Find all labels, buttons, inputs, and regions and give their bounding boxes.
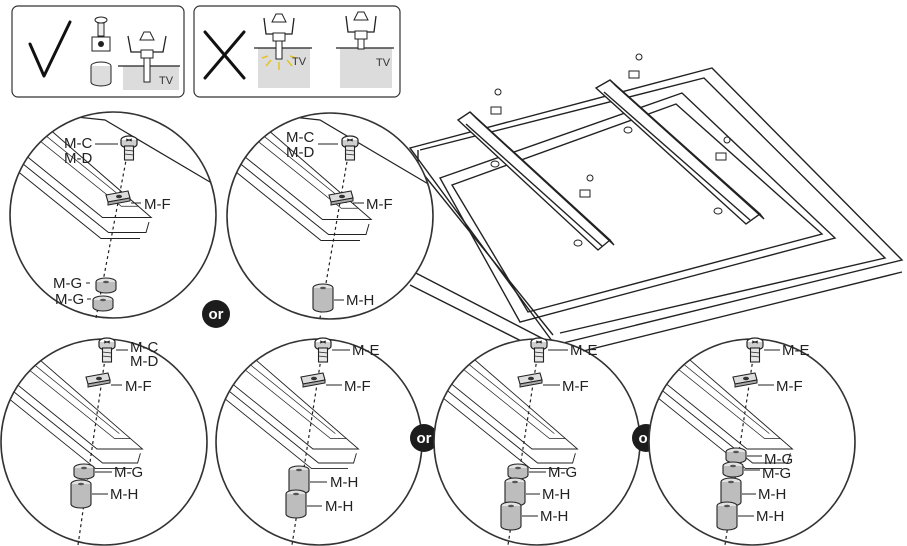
part-label-me: M-E	[782, 342, 810, 359]
tv-surface	[123, 66, 179, 90]
bracket-icon	[345, 11, 377, 50]
tv-label: TV	[376, 57, 391, 69]
part-label-mf: M-F	[344, 378, 371, 395]
detail-circle-4: M-E M-F M-H M-H	[215, 337, 423, 546]
part-label-mf: M-F	[776, 378, 803, 395]
part-label-me: M-E	[570, 342, 598, 359]
bracket-icon	[263, 13, 295, 60]
checkmark-icon	[28, 20, 72, 78]
part-label-mh: M-H	[756, 508, 784, 525]
part-label-mh: M-H	[542, 486, 570, 503]
part-label-md: M-D	[130, 353, 158, 370]
part-label-md: M-D	[286, 144, 314, 161]
detail-circle-3: M-C M-D M-F M-G M-H	[0, 337, 208, 546]
part-label-mf: M-F	[366, 196, 393, 213]
part-label-md: M-D	[64, 150, 92, 167]
incorrect-panel: TV TV	[193, 5, 401, 98]
part-label-mg: M-G	[548, 464, 577, 481]
part-label-mh: M-H	[325, 498, 353, 515]
detail-circle-6: M-E M-F M-G M-G M-H M-H	[648, 337, 856, 546]
part-label-mg: M-G	[55, 291, 84, 308]
svg-text:or: or	[209, 306, 224, 323]
part-label-mh: M-H	[540, 508, 568, 525]
or-badge: or	[202, 300, 230, 328]
spacer-icon	[90, 61, 112, 87]
part-label-mg: M-G	[53, 275, 82, 292]
part-label-mc: M-C	[130, 339, 158, 356]
screw-icon	[94, 16, 108, 37]
damage-icon	[261, 55, 297, 70]
tv-surface	[258, 48, 310, 88]
part-label-mg: M-G	[114, 464, 143, 481]
part-label-mc: M-C	[286, 129, 314, 146]
detail-circle-5: M-E M-F M-G M-H M-H	[433, 337, 641, 546]
part-label-mg: M-G	[762, 465, 791, 482]
correct-panel: TV	[11, 5, 185, 98]
part-label-me: M-E	[352, 342, 380, 359]
tv-label: TV	[159, 75, 174, 87]
tv-surface	[340, 48, 392, 88]
part-label-mh: M-H	[330, 474, 358, 491]
detail-circle-1: M-C M-D M-F M-G M-G	[9, 111, 217, 319]
part-label-mc: M-C	[64, 135, 92, 152]
part-label-mf: M-F	[144, 196, 171, 213]
part-label-mh: M-H	[346, 292, 374, 309]
or-badge: or	[410, 424, 438, 452]
detail-circle-2: M-C M-D M-F M-H	[226, 112, 434, 320]
part-label-mh: M-H	[110, 486, 138, 503]
svg-text:or: or	[417, 430, 432, 447]
tv-back-illustration	[408, 53, 904, 359]
part-label-mf: M-F	[562, 378, 589, 395]
part-label-mf: M-F	[125, 378, 152, 395]
part-label-mg: M-G	[764, 451, 793, 468]
cross-icon	[203, 30, 246, 80]
part-label-mh: M-H	[758, 486, 786, 503]
tv-label: TV	[292, 56, 307, 68]
bracket-icon	[127, 31, 167, 83]
